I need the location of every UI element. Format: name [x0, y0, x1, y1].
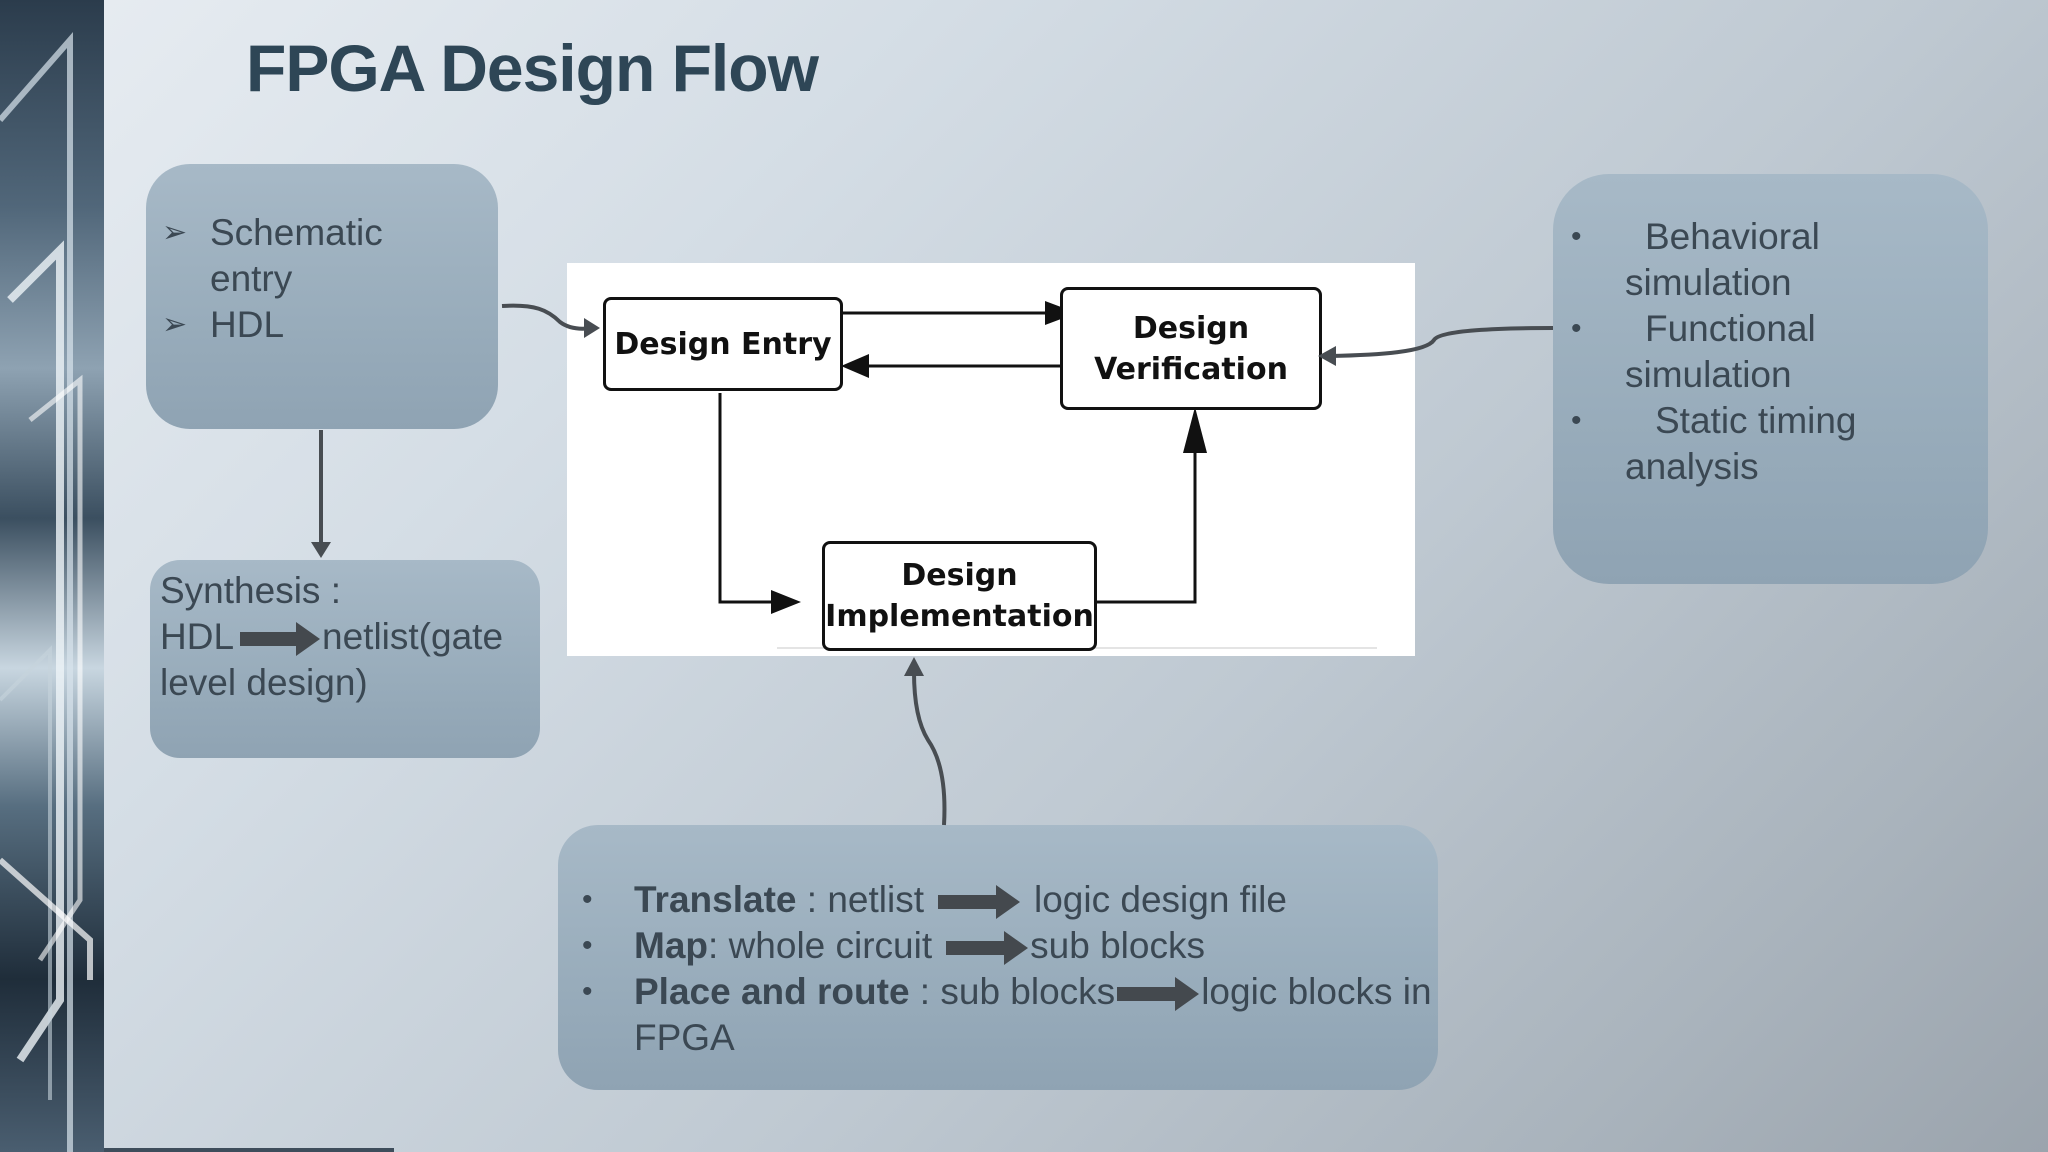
list-item: ➢ Schematic entry [162, 210, 498, 302]
bullet-icon: • [1571, 404, 1582, 437]
decorative-bottom-bar [104, 1148, 394, 1152]
decorative-side-strip [0, 0, 104, 1152]
connector-arrowhead-icon [904, 657, 924, 676]
list-item-text: Schematic entry [210, 212, 383, 299]
connector-implementation-to-diagram [912, 671, 947, 826]
list-item: • Static timing analysis [1563, 398, 1988, 490]
connector-arrowhead-icon [311, 542, 331, 558]
arrowhead-bullet-icon: ➢ [162, 308, 188, 341]
step-term: Map [634, 925, 708, 966]
design-entry-methods-box: ➢ Schematic entry ➢ HDL [146, 164, 498, 429]
right-arrow-icon [240, 622, 321, 657]
step-separator: : [708, 925, 729, 966]
list-item: • Behavioral simulation [1563, 214, 1988, 306]
list-item-text: HDL [210, 304, 285, 345]
node-label-line: Implementation [825, 599, 1094, 634]
synthesis-to-continued: level design) [160, 662, 368, 703]
design-implementation-node: Design Implementation [822, 541, 1097, 651]
step-to: logic blocks in FPGA [634, 971, 1432, 1058]
implementation-steps-box: • Translate : netlist logic design file •… [558, 825, 1438, 1090]
list-item-text: Static timing analysis [1625, 400, 1857, 487]
verification-methods-box: • Behavioral simulation • Functional sim… [1553, 174, 1988, 584]
list-item-text: Behavioral simulation [1625, 216, 1820, 303]
list-item-text: Functional simulation [1625, 308, 1816, 395]
step-from: whole circuit [728, 925, 933, 966]
bullet-icon: • [1571, 312, 1582, 345]
node-label-line: Verification [1094, 351, 1288, 387]
flow-diagram: Design Entry Design Verification Design … [567, 263, 1415, 656]
node-label-line: Design [1132, 310, 1250, 346]
synthesis-heading: Synthesis : [160, 570, 341, 611]
slide-title: FPGA Design Flow [246, 31, 819, 105]
synthesis-box: Synthesis : HDL netlist(gate level design… [150, 560, 540, 758]
step-term: Translate [634, 879, 797, 920]
bullet-icon: • [582, 975, 593, 1008]
step-separator: : [796, 879, 828, 920]
list-item: • Functional simulation [1563, 306, 1988, 398]
right-arrow-icon [1117, 977, 1200, 1012]
bullet-icon: • [582, 929, 593, 962]
bullet-icon: • [1571, 220, 1582, 253]
list-item: • Translate : netlist logic design file [580, 877, 1438, 923]
right-arrow-icon [937, 885, 1020, 920]
design-verification-node: Design Verification [1060, 287, 1322, 410]
node-label: Design Entry [614, 326, 832, 362]
list-item: ➢ HDL [162, 302, 498, 348]
node-label-line: Design [901, 558, 1018, 593]
step-term: Place and route [634, 971, 910, 1012]
bullet-icon: • [582, 883, 593, 916]
synthesis-from: HDL [160, 616, 235, 657]
synthesis-to: netlist(gate [322, 616, 504, 657]
synthesis-line: HDL netlist(gate [160, 614, 540, 660]
step-separator: : [909, 971, 941, 1012]
design-entry-node: Design Entry [603, 297, 843, 391]
step-to: sub blocks [1030, 925, 1205, 966]
step-from: netlist [827, 879, 924, 920]
arrowhead-bullet-icon: ➢ [162, 216, 188, 249]
flow-connectors [718, 301, 1377, 649]
right-arrow-icon [946, 931, 1029, 966]
step-from: sub blocks [940, 971, 1116, 1012]
step-to: logic design file [1033, 879, 1287, 920]
list-item: • Map: whole circuit sub blocks [580, 923, 1438, 969]
